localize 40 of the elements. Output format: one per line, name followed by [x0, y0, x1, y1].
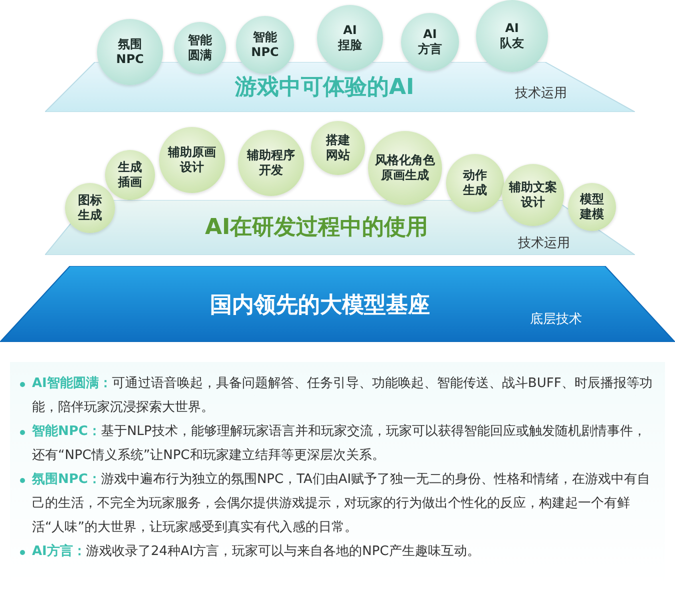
- bullet-note: AI方言：游戏收录了24种AI方言，玩家可以与来自各地的NPC产生趣味互动。: [32, 542, 481, 561]
- circle-label: 图标生成: [76, 193, 103, 223]
- circle-label: 生成插画: [116, 160, 143, 190]
- circle-label: 辅助程序开发: [246, 148, 296, 178]
- topic-circle: [97, 19, 163, 85]
- topic-circle: [238, 130, 304, 196]
- circle-label: 搭建网站: [324, 133, 351, 163]
- layer-subtitle: 技术运用: [515, 85, 567, 102]
- circle-label: 氛围NPC: [115, 37, 145, 67]
- topic-circle: [105, 150, 155, 200]
- layer-title: 国内领先的大模型基座: [210, 292, 430, 320]
- topic-circle: [236, 16, 294, 74]
- layer-subtitle: 技术运用: [518, 235, 570, 252]
- circle-label: AI队友: [500, 21, 524, 51]
- circle-label: 智能圆满: [187, 33, 213, 63]
- topic-circle: [159, 127, 225, 193]
- topic-circle: [317, 5, 383, 71]
- topic-circle: [446, 154, 504, 212]
- circle-label: 智能NPC: [250, 30, 280, 60]
- layer-title: 游戏中可体验的AI: [235, 74, 414, 102]
- circle-label: 辅助文案设计: [508, 180, 558, 210]
- circle-label: 模型建模: [578, 192, 605, 222]
- topic-circle: [311, 121, 365, 175]
- bullet-note: AI智能圆满：可通过语音唤起，具备问题解答、任务引导、功能唤起、智能传送、战斗BUFF、时辰播报等功能，陪伴玩家沉浸探索大世界。: [32, 375, 654, 417]
- topic-circle: [502, 164, 564, 226]
- layer-subtitle: 底层技术: [530, 311, 582, 328]
- topic-circle: [476, 0, 548, 72]
- topic-circle: [368, 131, 442, 205]
- circle-label: 风格化角色原画生成: [374, 153, 436, 183]
- circle-label: 辅助原画设计: [166, 145, 217, 175]
- bullet-note: 智能NPC：基于NLP技术，能够理解玩家语言并和玩家交流，玩家可以获得智能回应或触发随机剧情事件，还有“NPC情义系统”让NPC和玩家建立结拜等更深层次关系。: [32, 423, 647, 465]
- layer-title: AI在研发过程中的使用: [205, 214, 428, 242]
- topic-circle: [174, 22, 226, 74]
- circle-label: 动作生成: [462, 168, 488, 198]
- topic-circle: [65, 183, 115, 233]
- circle-label: AI方言: [418, 27, 442, 57]
- topic-circle: [568, 183, 616, 231]
- circle-label: AI捏脸: [338, 23, 362, 53]
- bullet-note: 氛围NPC：游戏中遍布行为独立的氛围NPC，TA们由AI赋予了独一无二的身份、性格和情绪，在游戏中有自己的生活，不完全为玩家服务，会偶尔提供游戏提示，对玩家的行为做出个性化的反应，构建起一个有鲜活“人味”的大世界，让玩家感受到真实有代入感的日常。: [32, 471, 652, 537]
- topic-circle: [401, 13, 459, 71]
